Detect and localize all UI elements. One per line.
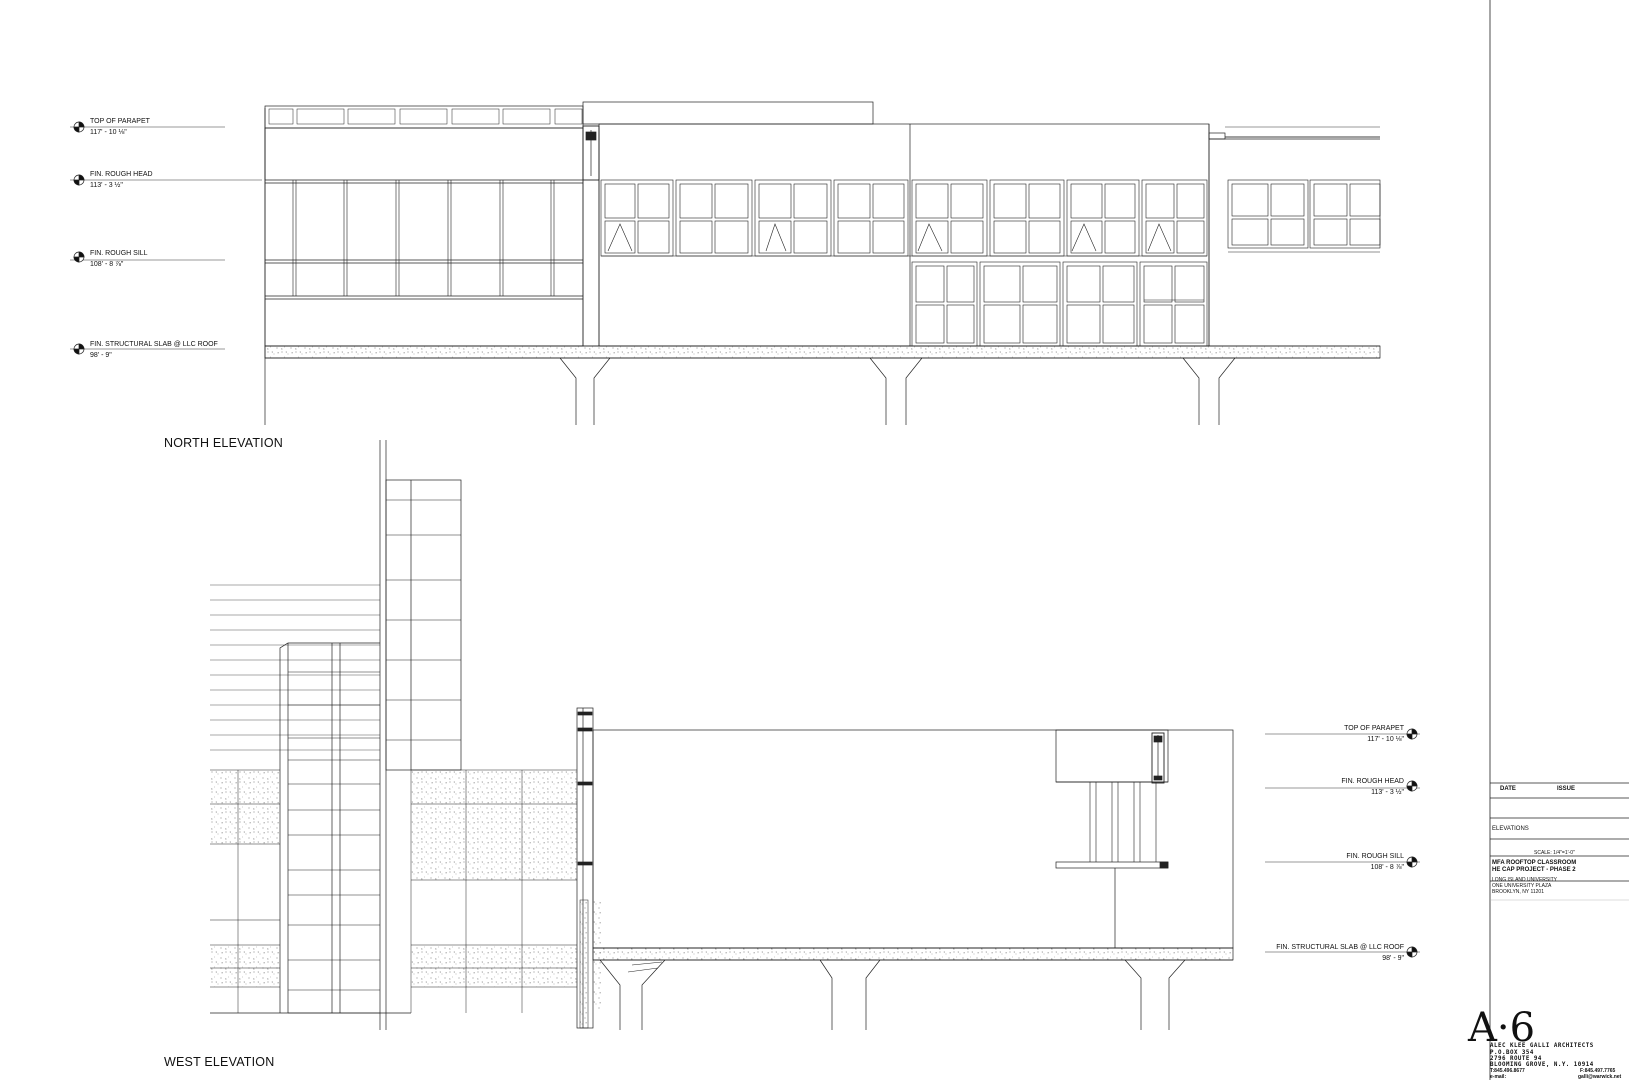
west-level-2-name: FIN. ROUGH HEAD: [1341, 778, 1404, 785]
west-stair-tower: [379, 440, 462, 1030]
north-level-4-elev: 98' - 9": [90, 352, 112, 359]
north-elevation-title: NORTH ELEVATION: [164, 436, 283, 450]
west-grid-facade: [210, 642, 411, 1014]
west-elevation-drawing: [210, 440, 1420, 1030]
client-line2: ONE UNIVERSITY PLAZA: [1492, 883, 1552, 889]
client-line3: BROOKLYN, NY 11201: [1492, 889, 1544, 895]
west-level-1-name: TOP OF PARAPET: [1344, 725, 1404, 732]
north-level-3-name: FIN. ROUGH SILL: [90, 250, 148, 257]
client-line1: LONG ISLAND UNIVERSITY: [1492, 877, 1558, 883]
north-level-4-name: FIN. STRUCTURAL SLAB @ LLC ROOF: [90, 341, 218, 348]
north-roof-slab: [264, 345, 1381, 359]
north-level-2-elev: 113' - 3 ½": [90, 182, 123, 189]
sheet-number: A·6: [1468, 1005, 1536, 1051]
firm-street: 2796 ROUTE 94: [1490, 1056, 1542, 1062]
north-right-volume: [1208, 132, 1381, 253]
west-level-1-elev: 117' - 10 ⅛": [1367, 736, 1404, 743]
north-left-volume: [264, 101, 874, 425]
north-center-volume: [598, 123, 1210, 347]
sheet-title: ELEVATIONS: [1492, 826, 1529, 832]
west-level-4-name: FIN. STRUCTURAL SLAB @ LLC ROOF: [1276, 944, 1404, 951]
north-level-2-name: FIN. ROUGH HEAD: [90, 171, 153, 178]
west-roof-slab: [592, 947, 1234, 961]
north-level-1-name: TOP OF PARAPET: [90, 118, 150, 125]
west-level-3-elev: 108' - 8 ⅞": [1370, 864, 1404, 871]
north-level-markers: [73, 121, 85, 355]
north-window-band: [600, 179, 1208, 257]
north-elevation-drawing: [70, 101, 1381, 425]
west-level-3-name: FIN. ROUGH SILL: [1346, 853, 1404, 860]
firm-city: BLOOMING GROVE, N.Y. 10914: [1490, 1062, 1594, 1068]
north-level-1-elev: 117' - 10 ⅛": [90, 129, 127, 136]
project-name-line1: MFA ROOFTOP CLASSROOM: [1492, 860, 1577, 866]
firm-po-box: P.O.BOX 354: [1490, 1050, 1534, 1056]
project-name-line2: HE CAP PROJECT - PHASE 2: [1492, 867, 1576, 873]
sheet-scale: SCALE: 1/4"=1'-0": [1534, 850, 1575, 856]
title-block-frame: [1489, 0, 1629, 1080]
west-background-siding: [210, 584, 380, 751]
title-block-date-header: DATE: [1500, 786, 1516, 792]
north-columns: [559, 357, 1236, 425]
west-level-4-elev: 98' - 9": [1382, 955, 1404, 962]
firm-name: ALEC KLEE GALLI ARCHITECTS: [1490, 1043, 1594, 1049]
firm-email: galli@warwick.net: [1578, 1074, 1622, 1080]
west-columns: [599, 959, 1186, 1030]
north-storefront: [911, 261, 1208, 347]
west-existing-bands: [210, 769, 577, 1013]
title-block-issue-header: ISSUE: [1557, 786, 1576, 792]
west-level-markers: [1406, 728, 1418, 958]
firm-email-label: e-mail:: [1490, 1074, 1507, 1080]
firm-fax: F:845.497.7765: [1580, 1068, 1616, 1074]
west-elevation-title: WEST ELEVATION: [164, 1055, 275, 1069]
west-edge-mullions: [576, 707, 594, 1029]
north-level-3-elev: 108' - 8 ⅞": [90, 261, 124, 268]
north-level-lines: [70, 126, 1380, 350]
west-level-2-elev: 113' - 3 ½": [1371, 789, 1404, 796]
west-new-volume: [592, 729, 1234, 1010]
west-level-lines: [1265, 733, 1420, 953]
firm-telephone: T:845.496.8677: [1490, 1068, 1525, 1074]
